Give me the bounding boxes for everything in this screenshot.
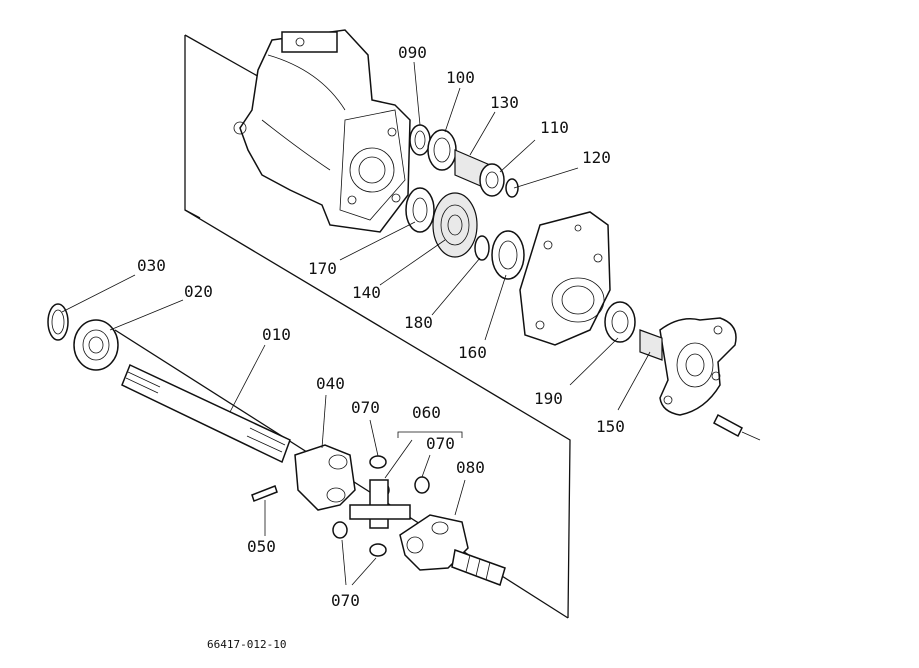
gear-case-housing: [233, 29, 411, 233]
label-110: 110: [540, 118, 569, 137]
cover-plate: [519, 211, 611, 346]
label-060: 060: [412, 403, 441, 422]
leader-lines: [61, 61, 651, 586]
label-100: 100: [446, 68, 475, 87]
upper-bearing-set: [409, 124, 519, 198]
label-160: 160: [458, 343, 487, 362]
flange-assembly: [604, 301, 761, 441]
label-170: 170: [308, 259, 337, 278]
label-020: 020: [184, 282, 213, 301]
label-190: 190: [534, 389, 563, 408]
diagram-code-caption: 66417-012-10: [207, 638, 286, 651]
lower-gear-set: [405, 187, 525, 280]
universal-joint-assembly: [251, 444, 506, 586]
label-010: 010: [262, 325, 291, 344]
part-labels: 090 100 130 110 120 170 140 180 160 190 …: [137, 43, 625, 651]
label-120: 120: [582, 148, 611, 167]
label-140: 140: [352, 283, 381, 302]
label-030: 030: [137, 256, 166, 275]
label-070-right: 070: [426, 434, 455, 453]
label-080: 080: [456, 458, 485, 477]
label-050: 050: [247, 537, 276, 556]
label-070-lower: 070: [331, 591, 360, 610]
label-150: 150: [596, 417, 625, 436]
label-040: 040: [316, 374, 345, 393]
label-070-upper: 070: [351, 398, 380, 417]
label-180: 180: [404, 313, 433, 332]
main-shaft-assembly: [47, 303, 291, 464]
label-130: 130: [490, 93, 519, 112]
label-090: 090: [398, 43, 427, 62]
